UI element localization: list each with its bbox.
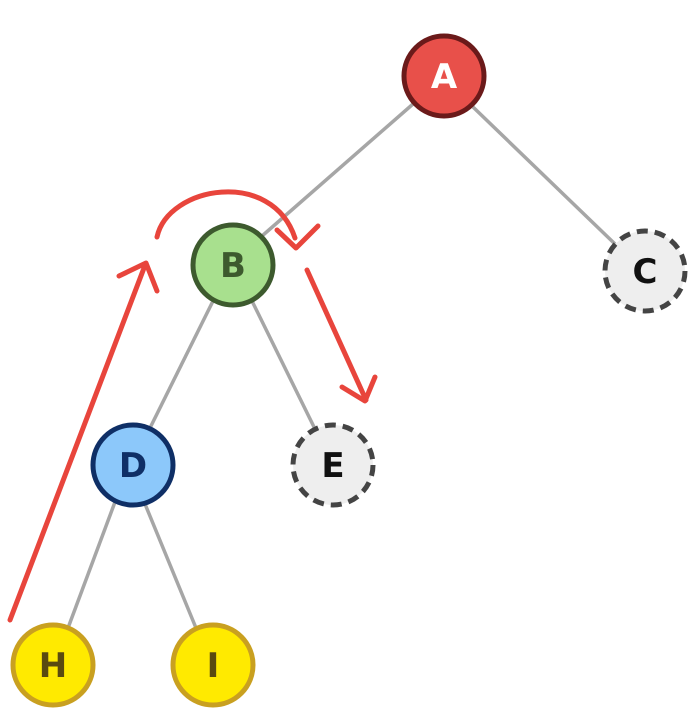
edge-b-d [148, 298, 216, 429]
node-d: D [90, 422, 176, 508]
tree-edges [66, 102, 617, 629]
node-c-circle [602, 228, 688, 314]
traversal-arrows [7, 189, 378, 623]
arrow-around-b-head [274, 223, 321, 251]
edge-b-e [250, 300, 317, 430]
arrow-b-to-e-shaft [304, 267, 369, 403]
node-h-label: H [39, 646, 67, 686]
edge-a-b [260, 102, 415, 238]
arrow-h-to-b [7, 260, 160, 623]
node-i: I [170, 622, 256, 708]
node-a-circle [401, 33, 487, 119]
edge-d-i [143, 503, 198, 629]
node-d-label: D [119, 446, 147, 486]
edge-a-c [471, 105, 617, 246]
arrow-around-b [154, 189, 321, 251]
node-i-circle [170, 622, 256, 708]
node-b: B [190, 222, 276, 308]
node-h-circle [10, 622, 96, 708]
arrow-b-to-e-head [339, 374, 378, 404]
node-c: C [602, 228, 688, 314]
node-e-circle [290, 422, 376, 508]
node-h: H [10, 622, 96, 708]
edge-d-h [66, 501, 117, 629]
node-e: E [290, 422, 376, 508]
node-d-circle [90, 422, 176, 508]
node-c-label: C [633, 252, 658, 292]
node-a: A [401, 33, 487, 119]
arrow-h-to-b-shaft [7, 265, 147, 623]
node-e-label: E [321, 446, 344, 486]
node-b-circle [190, 222, 276, 308]
arrow-b-to-e [304, 267, 378, 404]
node-a-label: A [431, 57, 458, 97]
arrow-around-b-shaft [154, 189, 298, 241]
node-i-label: I [207, 646, 220, 686]
arrow-h-to-b-head [116, 260, 160, 294]
node-b-label: B [220, 246, 246, 286]
